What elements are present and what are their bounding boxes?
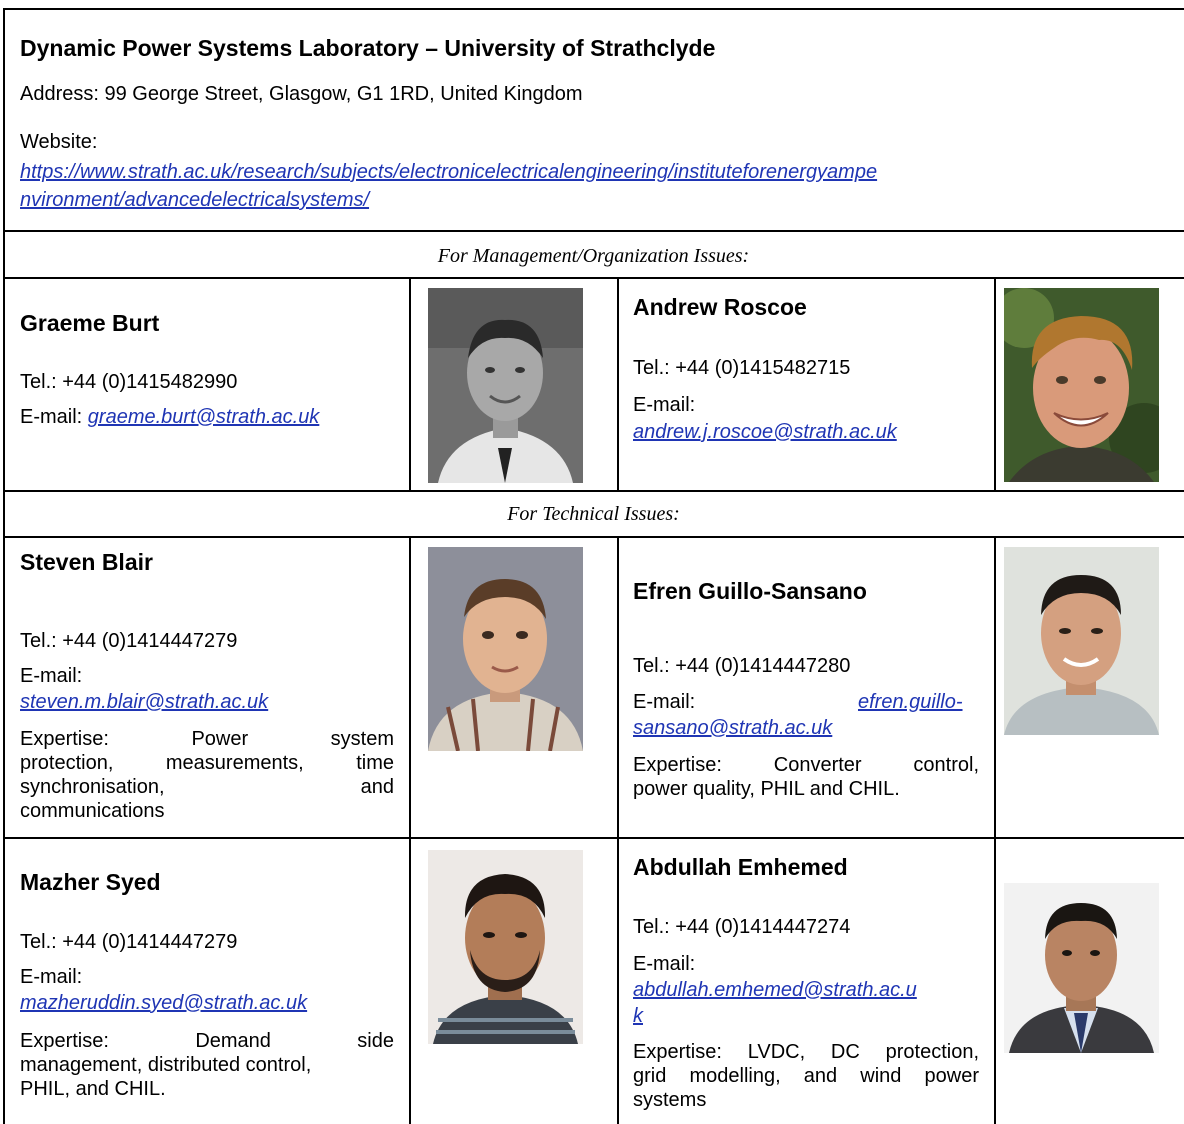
contact-tel: Tel.: +44 (0)1414447274 bbox=[633, 916, 851, 938]
expertise-text: communications bbox=[20, 800, 165, 822]
portrait-photo bbox=[428, 288, 583, 483]
contact-name: Steven Blair bbox=[20, 549, 153, 575]
management-section-heading: For Management/Organization Issues: bbox=[437, 245, 750, 267]
divider bbox=[994, 277, 996, 490]
contact-email-row: E-mail: graeme.burt@strath.ac.uk bbox=[20, 405, 319, 429]
contact-name: Efren Guillo-Sansano bbox=[633, 578, 867, 604]
contact-name: Mazher Syed bbox=[20, 869, 161, 895]
contact-name: Andrew Roscoe bbox=[633, 294, 807, 320]
divider bbox=[409, 277, 411, 490]
portrait-photo bbox=[1004, 288, 1159, 482]
page-title: Dynamic Power Systems Laboratory – Unive… bbox=[20, 35, 716, 61]
portrait-photo bbox=[428, 850, 583, 1044]
contact-tel: Tel.: +44 (0)1415482715 bbox=[633, 357, 851, 379]
expertise-text: systems bbox=[633, 1089, 707, 1111]
portrait-photo bbox=[428, 547, 583, 751]
contact-table bbox=[3, 8, 1184, 1124]
email-link[interactable]: andrew.j.roscoe@strath.ac.uk bbox=[633, 421, 897, 443]
email-label: E-mail: bbox=[633, 394, 696, 416]
address: Address: 99 George Street, Glasgow, G1 1… bbox=[20, 83, 583, 105]
website-link-continued[interactable]: nvironment/advancedelectricalsystems/ bbox=[20, 189, 370, 211]
contact-tel: Tel.: +44 (0)1414447279 bbox=[20, 931, 238, 953]
contact-name: Abdullah Emhemed bbox=[633, 854, 848, 880]
website-link[interactable]: https://www.strath.ac.uk/research/subjec… bbox=[20, 161, 878, 183]
contact-name: Graeme Burt bbox=[20, 310, 160, 336]
expertise-text: management, distributed control, bbox=[20, 1054, 312, 1076]
email-label: E-mail: bbox=[633, 953, 696, 975]
divider bbox=[3, 277, 1184, 279]
divider bbox=[617, 277, 619, 490]
email-link[interactable]: efren.guillo- bbox=[858, 691, 963, 713]
contact-tel: Tel.: +44 (0)1415482990 bbox=[20, 371, 238, 393]
divider bbox=[617, 536, 619, 1124]
technical-section-heading: For Technical Issues: bbox=[507, 503, 680, 525]
divider bbox=[3, 536, 1184, 538]
expertise-text: Expertise: Converter control, bbox=[633, 754, 979, 776]
email-label: E-mail: bbox=[20, 665, 83, 687]
expertise-text: Expertise: Demand side bbox=[20, 1030, 394, 1052]
divider bbox=[3, 490, 1184, 492]
email-link[interactable]: steven.m.blair@strath.ac.uk bbox=[20, 691, 269, 713]
email-link[interactable]: abdullah.emhemed@strath.ac.u bbox=[633, 979, 917, 1001]
divider bbox=[3, 837, 1184, 839]
portrait-photo bbox=[1004, 547, 1159, 735]
expertise-text: Expertise: LVDC, DC protection, bbox=[633, 1041, 979, 1063]
divider bbox=[3, 230, 1184, 232]
email-link-continued[interactable]: sansano@strath.ac.uk bbox=[633, 717, 833, 739]
contact-tel: Tel.: +44 (0)1414447279 bbox=[20, 630, 238, 652]
divider bbox=[409, 536, 411, 1124]
email-link-continued[interactable]: k bbox=[633, 1005, 643, 1027]
contact-tel: Tel.: +44 (0)1414447280 bbox=[633, 655, 851, 677]
email-link[interactable]: graeme.burt@strath.ac.uk bbox=[87, 406, 320, 428]
expertise-text: Expertise: Power system bbox=[20, 728, 394, 750]
expertise-text: power quality, PHIL and CHIL. bbox=[633, 778, 900, 800]
email-label: E-mail: bbox=[20, 966, 83, 988]
expertise-text: grid modelling, and wind power bbox=[633, 1065, 979, 1087]
divider bbox=[994, 536, 996, 1124]
email-label: E-mail: bbox=[633, 691, 696, 713]
expertise-text: protection, measurements, time bbox=[20, 752, 394, 774]
expertise-text: synchronisation, and bbox=[20, 776, 394, 798]
email-label: E-mail: bbox=[20, 406, 88, 428]
email-link[interactable]: mazheruddin.syed@strath.ac.uk bbox=[20, 992, 308, 1014]
portrait-photo bbox=[1004, 883, 1159, 1053]
website-label: Website: bbox=[20, 131, 98, 153]
expertise-text: PHIL, and CHIL. bbox=[20, 1078, 166, 1100]
